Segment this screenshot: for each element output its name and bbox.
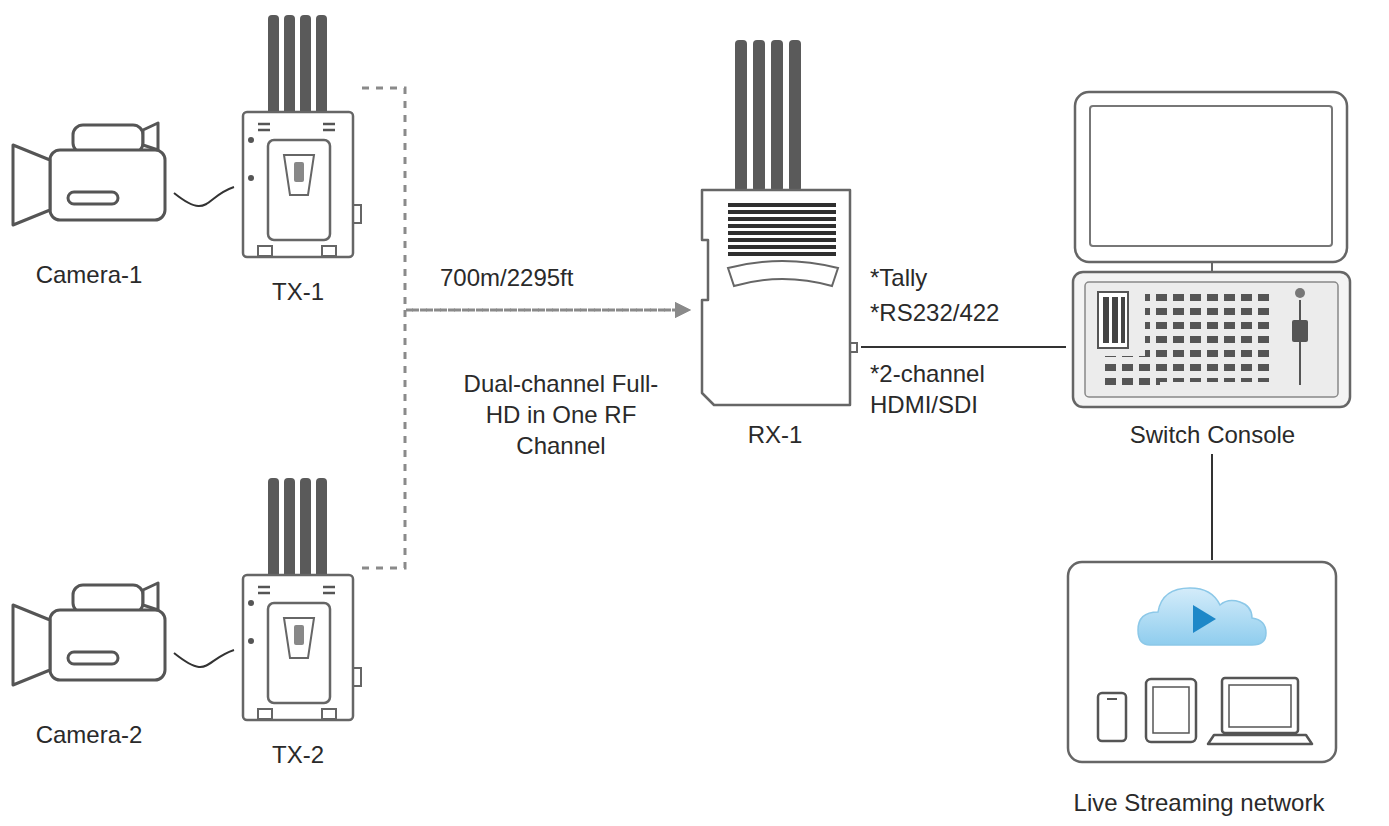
- signal-name: *Tally: [870, 262, 927, 293]
- camera-unit: Camera-2: [4, 560, 174, 750]
- transmitter-unit: TX-1: [234, 15, 362, 307]
- streaming-network-box: Live Streaming network: [1014, 560, 1384, 818]
- signal-name: *2-channel HDMI/SDI: [870, 358, 1020, 420]
- connector-line: [362, 310, 679, 568]
- distance-label: 700m/2295ft: [440, 262, 573, 293]
- node-label: TX-2: [234, 741, 362, 770]
- node-label: Camera-1: [4, 261, 174, 290]
- transmitter-unit: TX-2: [234, 478, 362, 770]
- connector-line: [174, 187, 234, 206]
- cable-line: [174, 187, 234, 206]
- switch-console: Switch Console: [1066, 90, 1359, 450]
- node-label: Camera-2: [4, 721, 174, 750]
- signal-name: *RS232/422: [870, 297, 999, 328]
- connector-line: [861, 346, 1066, 348]
- node-label: Switch Console: [1066, 421, 1359, 450]
- cable-line: [174, 650, 234, 667]
- cable-line: [1212, 454, 1213, 560]
- wireless-link: [362, 88, 691, 318]
- channel-note: Dual-channel Full-HD in One RF Channel: [452, 368, 670, 462]
- wireless-link: [362, 302, 691, 568]
- arrow-head: [675, 302, 691, 318]
- cable-line: [861, 347, 1066, 348]
- node-label: RX-1: [691, 421, 859, 450]
- camera-unit: Camera-1: [4, 100, 174, 290]
- arrow-head: [675, 302, 691, 318]
- connector-line: [1211, 454, 1213, 560]
- node-label: TX-1: [234, 278, 362, 307]
- node-label: Live Streaming network: [1014, 789, 1384, 818]
- receiver-unit: RX-1: [691, 40, 859, 450]
- connector-line: [362, 88, 679, 310]
- connector-line: [174, 650, 234, 667]
